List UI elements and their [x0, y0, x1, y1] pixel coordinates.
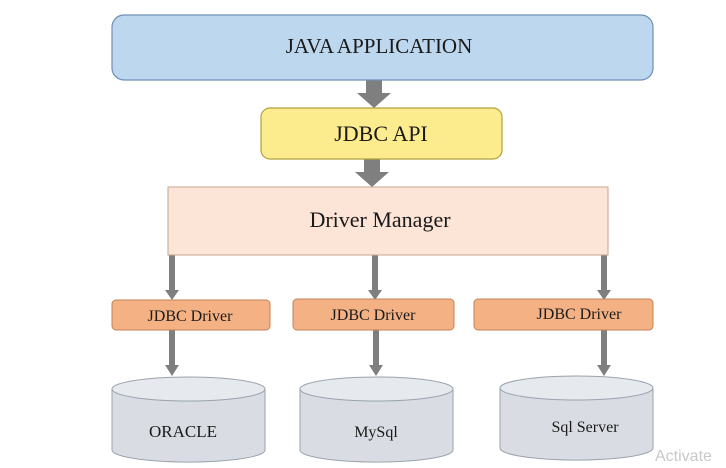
arrow-driver-to-db-2	[369, 330, 383, 376]
java-application-label: JAVA APPLICATION	[286, 34, 473, 58]
jdbc-driver-box	[111, 299, 271, 331]
arrow-api-to-manager	[355, 159, 389, 187]
database-cylinder-body	[299, 388, 454, 463]
jdbc-api-box	[260, 107, 503, 160]
database-cylinder-top	[111, 376, 266, 402]
jdbc-driver-box	[292, 298, 455, 331]
database-label: MySql	[354, 424, 398, 441]
database-label: Sql Server	[551, 419, 619, 436]
jdbc-driver-label: JDBC Driver	[331, 307, 417, 324]
arrow-manager-to-driver-2	[368, 255, 382, 300]
jdbc-api-node: JDBC API	[260, 107, 503, 160]
database-cylinder-body	[111, 388, 266, 463]
jdbc-api-label: JDBC API	[334, 121, 428, 146]
database-cylinder-top	[499, 375, 654, 401]
jdbc-driver-node-2: JDBC Driver	[292, 298, 455, 331]
database-cylinder-top	[299, 376, 454, 402]
java-application-node: JAVA APPLICATION	[111, 14, 654, 81]
arrow-driver-to-db-3	[597, 330, 611, 376]
database-oracle: ORACLE	[111, 376, 266, 463]
arrow-manager-to-driver-3	[597, 255, 611, 300]
jdbc-driver-node-1: JDBC Driver	[111, 299, 271, 331]
activate-watermark: Activate	[655, 448, 712, 465]
arrow-app-to-api	[357, 80, 391, 108]
connectors	[165, 80, 611, 376]
arrow-manager-to-driver-1	[165, 255, 179, 300]
driver-manager-box	[167, 186, 609, 256]
jdbc-driver-box	[473, 298, 654, 331]
jdbc-driver-label: JDBC Driver	[148, 308, 234, 325]
driver-manager-label: Driver Manager	[309, 207, 451, 232]
java-application-box	[111, 14, 654, 81]
database-sql-server: Sql Server	[499, 375, 654, 461]
jdbc-driver-label: JDBC Driver	[537, 306, 623, 323]
arrow-driver-to-db-1	[165, 330, 179, 376]
jdbc-driver-node-3: JDBC Driver	[473, 298, 654, 331]
database-cylinder-body	[499, 387, 654, 461]
database-label: ORACLE	[149, 422, 217, 441]
database-mysql: MySql	[299, 376, 454, 463]
driver-manager-node: Driver Manager	[167, 186, 609, 256]
